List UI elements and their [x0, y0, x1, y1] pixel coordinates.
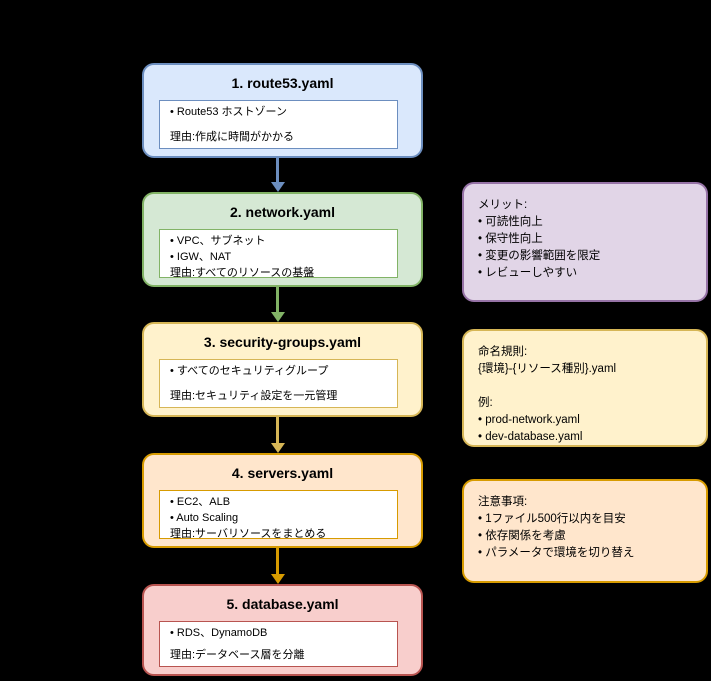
arrow-down-icon-3 — [276, 417, 279, 443]
flow-box-security-groups-items: • すべてのセキュリティグループ — [170, 365, 329, 377]
flow-box-database: 5. database.yaml • RDS、DynamoDB 理由:データベー… — [142, 584, 423, 676]
flow-box-security-groups: 3. security-groups.yaml • すべてのセキュリティグループ… — [142, 322, 423, 417]
flow-box-servers-reason: 理由:サーバリソースをまとめる — [170, 528, 327, 539]
arrow-down-icon-2 — [276, 287, 279, 312]
note-box-merits-text: メリット: • 可読性向上 • 保守性向上 • 変更の影響範囲を限定 • レビュ… — [478, 199, 601, 279]
flow-box-servers-title: 4. servers.yaml — [231, 465, 334, 481]
flow-box-route53-detail: • Route53 ホストゾーン 理由:作成に時間がかかる — [159, 100, 398, 149]
flow-box-network: 2. network.yaml • VPC、サブネット • IGW、NAT 理由… — [142, 192, 423, 287]
note-box-cautions: 注意事項: • 1ファイル500行以内を目安 • 依存関係を考慮 • パラメータ… — [462, 479, 708, 583]
note-box-naming-rule: 命名規則: {環境}-{リソース種別}.yaml 例: • prod-netwo… — [462, 329, 708, 447]
flow-box-route53-items: • Route53 ホストゾーン — [170, 106, 288, 118]
flow-box-route53: 1. route53.yaml • Route53 ホストゾーン 理由:作成に時… — [142, 63, 423, 158]
flow-box-security-groups-title: 3. security-groups.yaml — [203, 334, 362, 350]
flow-box-database-reason: 理由:データベース層を分離 — [170, 649, 305, 661]
flow-box-database-items: • RDS、DynamoDB — [170, 627, 268, 639]
flow-box-network-reason: 理由:すべてのリソースの基盤 — [170, 267, 315, 278]
flow-box-database-title: 5. database.yaml — [226, 596, 339, 612]
flow-box-network-detail: • VPC、サブネット • IGW、NAT 理由:すべてのリソースの基盤 — [159, 229, 398, 278]
flow-box-security-groups-detail: • すべてのセキュリティグループ 理由:セキュリティ設定を一元管理 — [159, 359, 398, 408]
note-box-merits: メリット: • 可読性向上 • 保守性向上 • 変更の影響範囲を限定 • レビュ… — [462, 182, 708, 302]
arrow-down-icon-4 — [276, 548, 279, 574]
flow-box-servers-items: • EC2、ALB • Auto Scaling — [170, 496, 239, 524]
flow-box-database-detail: • RDS、DynamoDB 理由:データベース層を分離 — [159, 621, 398, 667]
arrow-down-icon-1 — [276, 158, 279, 182]
flow-box-network-title: 2. network.yaml — [229, 204, 336, 220]
flow-box-security-groups-reason: 理由:セキュリティ設定を一元管理 — [170, 390, 338, 402]
note-box-naming-rule-text: 命名規則: {環境}-{リソース種別}.yaml 例: • prod-netwo… — [478, 346, 617, 443]
note-box-cautions-text: 注意事項: • 1ファイル500行以内を目安 • 依存関係を考慮 • パラメータ… — [478, 496, 635, 559]
flow-box-servers-detail: • EC2、ALB • Auto Scaling 理由:サーバリソースをまとめる — [159, 490, 398, 539]
flow-box-network-items: • VPC、サブネット • IGW、NAT — [170, 235, 266, 263]
flow-box-servers: 4. servers.yaml • EC2、ALB • Auto Scaling… — [142, 453, 423, 548]
flow-box-route53-title: 1. route53.yaml — [231, 75, 334, 91]
flow-box-route53-reason: 理由:作成に時間がかかる — [170, 131, 295, 143]
